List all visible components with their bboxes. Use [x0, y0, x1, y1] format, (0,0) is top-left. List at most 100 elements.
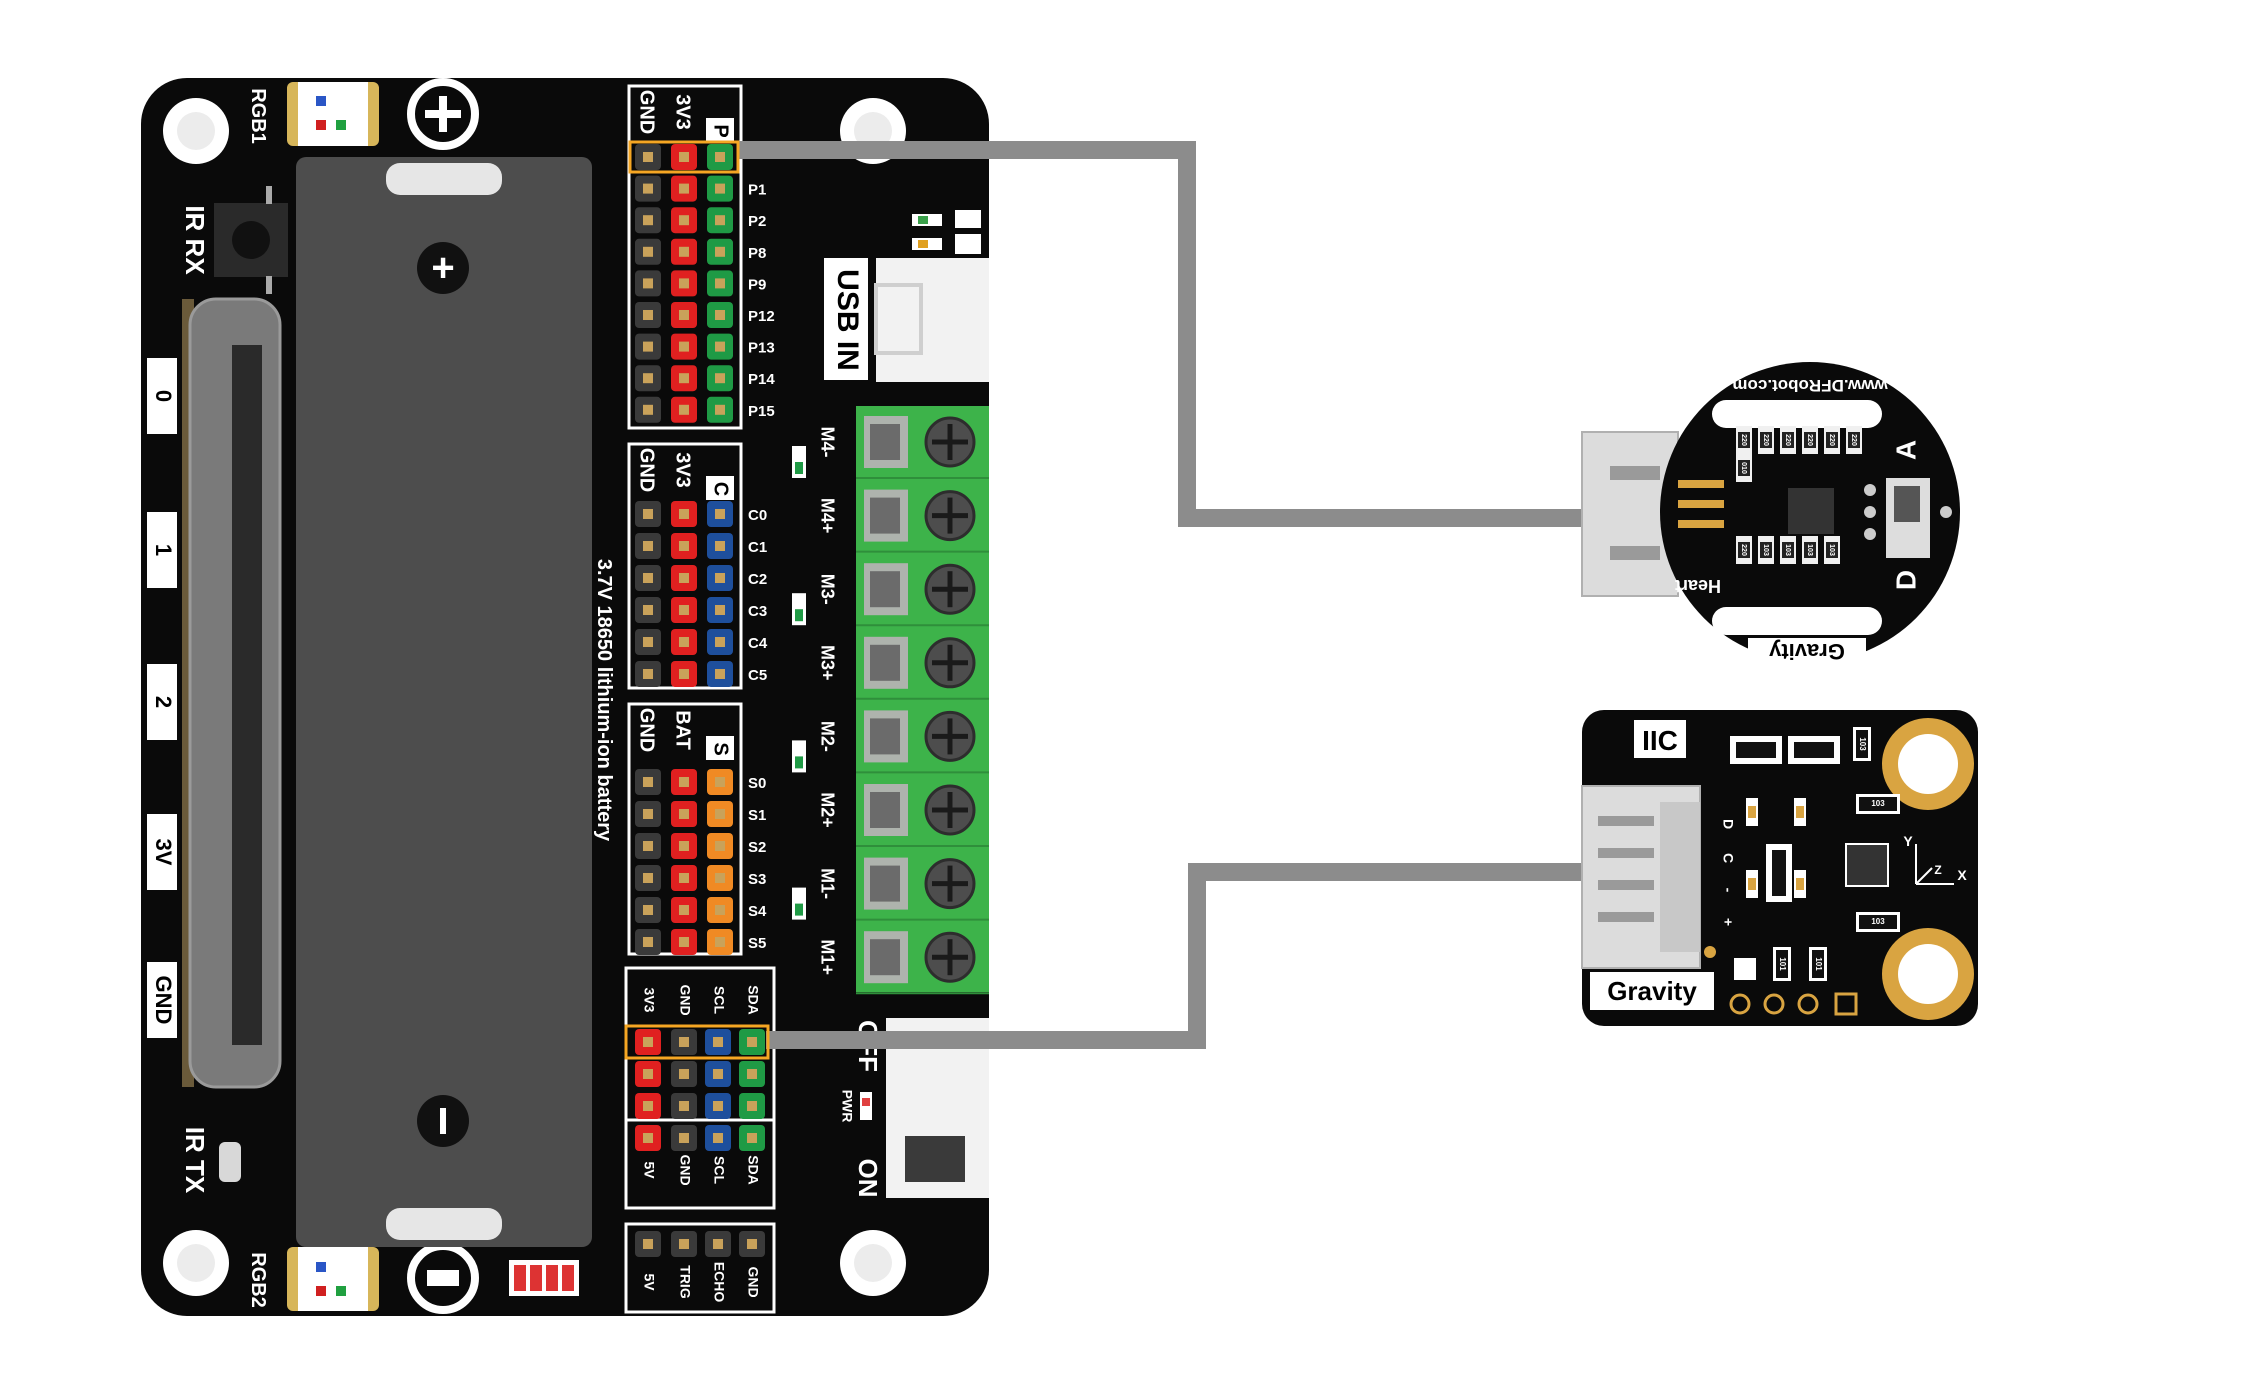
p-col-label: 3V3 — [672, 94, 694, 130]
smd-label: 010 — [1740, 462, 1747, 474]
motor-label: M4+ — [817, 498, 837, 534]
iic-bottom-label: 5V — [641, 1161, 657, 1179]
motor-label: M3- — [817, 574, 837, 605]
ultrasonic-label: GND — [745, 1266, 761, 1297]
smd-label: 103 — [1871, 799, 1885, 808]
smd-label: 103 — [1806, 544, 1813, 556]
axis-icon: Y Z X — [1903, 833, 1967, 885]
expansion-board: RGB1 RGB2 IR RX IR TX — [141, 78, 989, 1316]
c-pin-label: C0 — [748, 507, 767, 524]
s-col-label: BAT — [672, 710, 694, 750]
ir-transmitter — [219, 1142, 241, 1182]
smd-label: 103 — [1784, 544, 1791, 556]
rgb2-led — [287, 1247, 379, 1311]
ir-receiver — [214, 186, 288, 294]
ir-rx-label: IR RX — [180, 205, 210, 275]
heart-url: www.DFRobot.com — [1732, 376, 1888, 395]
motor-label: M2+ — [817, 792, 837, 828]
p-pin-label: P15 — [748, 403, 775, 420]
heart-mode-d: D — [1890, 570, 1921, 590]
edge-label: 1 — [151, 544, 176, 556]
axis-x: X — [1957, 867, 1967, 883]
p0-highlight — [628, 140, 740, 174]
s-pin-label: S2 — [748, 839, 766, 856]
rgb1-label: RGB1 — [247, 88, 269, 144]
iic-brand: Gravity — [1607, 976, 1697, 1006]
motor-label: M3+ — [817, 645, 837, 681]
smd-label: 220 — [1740, 544, 1747, 556]
iic-bottom-label: SDA — [745, 1155, 761, 1185]
c-header-title: C — [710, 482, 732, 496]
edge-label: 0 — [151, 390, 176, 402]
ultrasonic-label: 5V — [641, 1273, 657, 1291]
p-pin-label: P9 — [748, 276, 766, 293]
iic-top-label: GND — [677, 984, 693, 1015]
p-pin-label: P12 — [748, 308, 775, 325]
mounting-holes — [163, 98, 906, 1296]
on-label: ON — [853, 1159, 883, 1198]
iic-top-label: SCL — [711, 986, 727, 1014]
heart-name: Heart — [1675, 576, 1721, 596]
edge-label: GND — [151, 976, 176, 1025]
motor-label: M1+ — [817, 939, 837, 975]
edge-label: 2 — [151, 696, 176, 708]
indicator-led-array — [509, 1260, 579, 1296]
c-pin-label: C4 — [748, 635, 768, 652]
iic-top-label: SDA — [745, 985, 761, 1015]
iic-sensor-pin-label: + — [1720, 918, 1736, 926]
mount-pad — [1882, 928, 1974, 1020]
smd-label: 101 — [1778, 957, 1787, 971]
smd-label: 101 — [1814, 957, 1823, 971]
iic-chip — [1845, 843, 1889, 887]
s-pin-label: S0 — [748, 775, 766, 792]
s-pin-label: S5 — [748, 935, 766, 952]
pwr-label: PWR — [839, 1090, 855, 1123]
smd-label: 103 — [1828, 544, 1835, 556]
wire-iic-sensor — [766, 863, 1582, 1049]
p-pin-label: P13 — [748, 340, 775, 357]
battery-plus: + — [431, 246, 454, 290]
motor-label: M4- — [817, 427, 837, 458]
s-pin-label: S1 — [748, 807, 766, 824]
usb-status-leds — [912, 210, 981, 254]
p-pin-label: P8 — [748, 245, 766, 262]
ultrasonic-label: ECHO — [711, 1262, 727, 1303]
s-col-label: GND — [636, 708, 658, 752]
p-header-title: P — [710, 124, 732, 137]
axis-y: Y — [1903, 833, 1913, 849]
smd-label: 103 — [1871, 917, 1885, 926]
c-pin-label: C2 — [748, 571, 767, 588]
wire-p0-heart — [738, 141, 1582, 527]
smd-label: 220 — [1784, 434, 1791, 446]
heart-mode-a: A — [1890, 440, 1921, 460]
smd-label: 103 — [1858, 737, 1867, 751]
c-col-label: GND — [636, 448, 658, 492]
edge-connector — [182, 297, 282, 1089]
smd-label: 220 — [1828, 434, 1835, 446]
iic-label: IIC — [1642, 725, 1678, 756]
p-col-label: GND — [636, 90, 658, 134]
c-col-label: 3V3 — [672, 452, 694, 488]
iic-sensor-pin-label: C — [1720, 853, 1736, 863]
battery-minus-mark — [440, 1108, 446, 1134]
c-pin-label: C1 — [748, 539, 767, 556]
s-header-title: S — [710, 742, 732, 755]
c-pin-label: C3 — [748, 603, 767, 620]
motor-terminal-block — [856, 406, 989, 995]
rgb1-led — [287, 82, 379, 146]
p-pin-label: P2 — [748, 213, 766, 230]
ir-tx-label: IR TX — [180, 1127, 210, 1194]
axis-z: Z — [1934, 863, 1941, 877]
iic-sensor-pin-label: D — [1720, 819, 1736, 829]
iic-bottom-label: SCL — [711, 1156, 727, 1184]
iic-sensor-pin-label: - — [1720, 888, 1736, 893]
edge-labels: 0 1 2 3V GND — [147, 358, 177, 1038]
mount-pad — [1882, 718, 1974, 810]
